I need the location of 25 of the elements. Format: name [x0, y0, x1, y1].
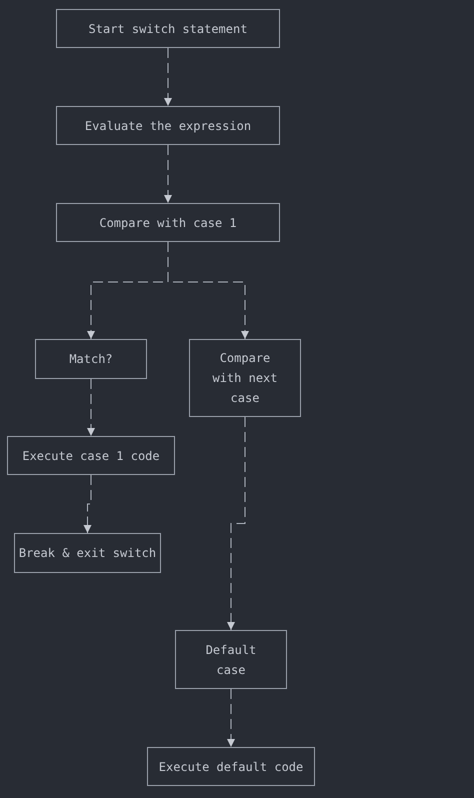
process-box [35, 339, 147, 379]
arrow [84, 474, 92, 534]
box-label: Execute case 1 code [22, 448, 160, 464]
box-label: Default case [204, 642, 258, 678]
box-label: Compare with next case [211, 350, 279, 407]
process-box [7, 436, 175, 475]
process-box [189, 339, 301, 417]
box-label: Match? [69, 351, 113, 368]
arrow [168, 242, 249, 340]
arrow [164, 144, 172, 204]
box-label: Start switch statement [88, 20, 248, 38]
process-box [56, 203, 280, 242]
process-box [56, 106, 280, 145]
arrow [227, 688, 235, 748]
box-label: Break & exit switch [18, 545, 156, 562]
process-box [147, 747, 315, 786]
box-label: Evaluate the expression [84, 118, 252, 134]
process-box [175, 630, 287, 689]
arrow [87, 378, 95, 436]
arrow [227, 416, 246, 630]
box-label: Execute default code [158, 758, 304, 776]
arrow [164, 48, 172, 106]
process-box [56, 9, 280, 48]
box-label: Compare with case 1 [99, 214, 237, 232]
process-box [14, 533, 161, 573]
